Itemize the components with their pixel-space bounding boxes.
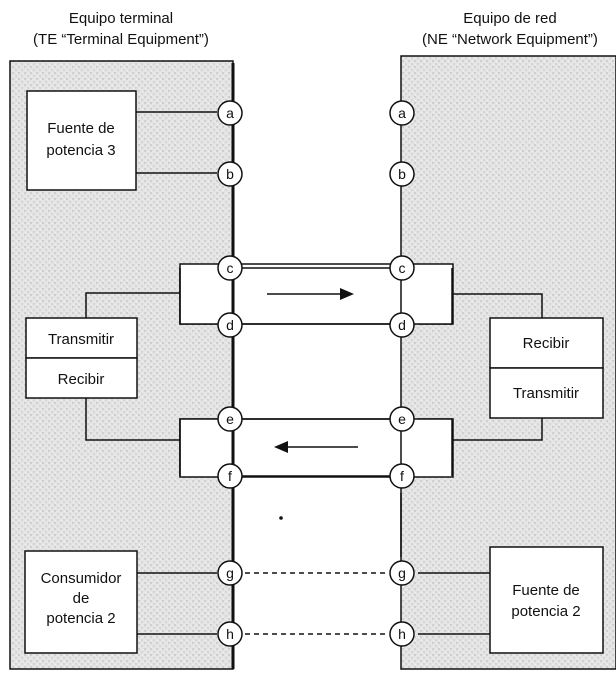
te-contact-b: b: [217, 161, 243, 187]
te-contact-f-label: f: [228, 468, 232, 484]
te-contact-g: g: [217, 560, 243, 586]
te-power-source-label-2: potencia 3: [46, 142, 115, 159]
arrow-left-head-icon: [274, 441, 288, 453]
ne-contact-d-label: d: [398, 317, 406, 333]
te-contact-h: h: [217, 621, 243, 647]
te-contact-f: f: [217, 463, 243, 489]
te-consumer-box: [24, 550, 138, 654]
ne-contact-f-label: f: [400, 468, 404, 484]
network-equipment-subtitle: (NE “Network Equipment”): [422, 31, 598, 48]
te-contact-d: d: [217, 312, 243, 338]
ne-contact-c-label: c: [399, 260, 406, 276]
stray-dot: [279, 516, 283, 520]
ne-contact-g-label: g: [398, 565, 406, 581]
terminal-equipment-title: Equipo terminal: [69, 10, 173, 27]
ne-power-source-label-2: potencia 2: [511, 603, 580, 620]
te-contact-a: a: [217, 100, 243, 126]
ne-contact-h: h: [389, 621, 415, 647]
te-contact-e-label: e: [226, 411, 234, 427]
ne-contact-g: g: [389, 560, 415, 586]
ne-contact-a-label: a: [398, 105, 406, 121]
te-transmit-label: Transmitir: [48, 331, 114, 348]
ne-power-source-label-1: Fuente de: [512, 582, 580, 599]
te-consumer-label-1: Consumidor: [41, 570, 122, 587]
te-contact-h-label: h: [226, 626, 234, 642]
te-contact-c-label: c: [227, 260, 234, 276]
network-equipment-title: Equipo de red: [463, 10, 556, 27]
te-receive-label: Recibir: [58, 371, 105, 388]
ne-contact-h-label: h: [398, 626, 406, 642]
te-contact-e: e: [217, 406, 243, 432]
arrow-right-head-icon: [340, 288, 354, 300]
te-consumer-label-2: de: [73, 590, 90, 607]
ne-contact-b: b: [389, 161, 415, 187]
ne-power-source-box: [489, 546, 604, 654]
ne-contact-d: d: [389, 312, 415, 338]
ne-receive-label: Recibir: [523, 335, 570, 352]
ne-transmit-box: [489, 367, 604, 419]
ne-contact-c: c: [389, 255, 415, 281]
terminal-equipment-subtitle: (TE “Terminal Equipment”): [33, 31, 209, 48]
ne-transmit-label: Transmitir: [513, 385, 579, 402]
te-transmit-box: [25, 317, 138, 359]
te-contact-a-label: a: [226, 105, 234, 121]
te-contact-d-label: d: [226, 317, 234, 333]
te-contact-b-label: b: [226, 166, 234, 182]
ne-contact-e-label: e: [398, 411, 406, 427]
ne-contact-f: f: [389, 463, 415, 489]
te-contact-c: c: [217, 255, 243, 281]
ne-receive-box: [489, 317, 604, 369]
te-receive-box: [25, 357, 138, 399]
te-power-source-box: [26, 90, 137, 191]
ne-contact-b-label: b: [398, 166, 406, 182]
te-consumer-label-3: potencia 2: [46, 610, 115, 627]
ne-contact-e: e: [389, 406, 415, 432]
te-contact-g-label: g: [226, 565, 234, 581]
te-power-source-label-1: Fuente de: [47, 120, 115, 137]
ne-contact-a: a: [389, 100, 415, 126]
